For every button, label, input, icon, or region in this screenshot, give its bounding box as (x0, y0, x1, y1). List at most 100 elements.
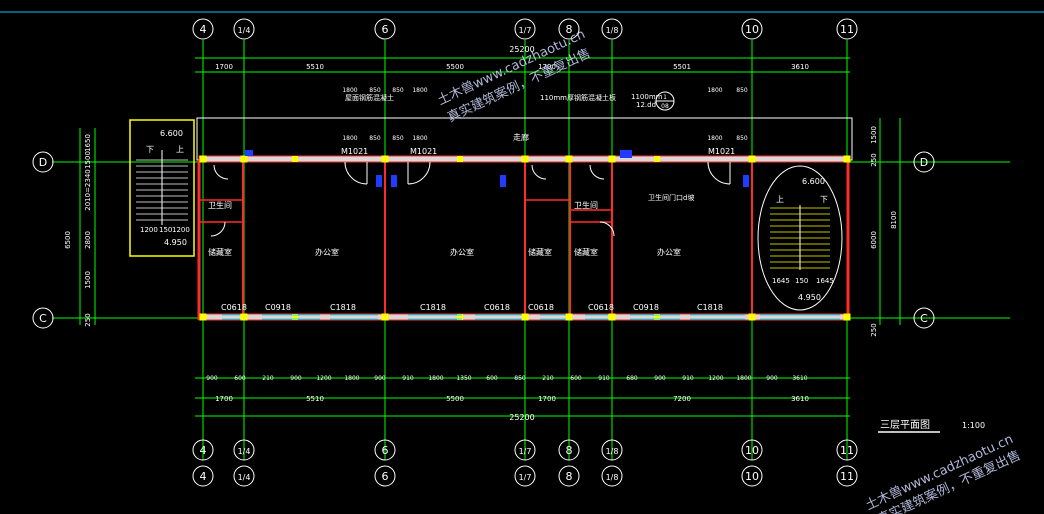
column (843, 155, 851, 163)
column (240, 155, 248, 163)
axis-label: 1/7 (519, 26, 532, 35)
axis-bubble-axis-11: 11 (836, 18, 858, 40)
column (748, 155, 756, 163)
room-label-office: 办公室 (450, 247, 474, 257)
axis-label: 11 (840, 470, 854, 483)
window-label: C0618 (588, 303, 614, 312)
door-label: M1021 (708, 147, 735, 156)
dim-value: 5500 (446, 395, 464, 403)
dim-value: 850 (392, 135, 404, 142)
annotations: 卫生间门口d坡 110mm厚钢筋混凝土板 屋面钢筋混凝土 1100mm 12.d… (345, 91, 694, 202)
dim-value: 1700 (215, 395, 233, 403)
column (457, 156, 463, 162)
axis-bubble-axis-1-4: 1/4 (233, 439, 255, 461)
dim-value: 900 (766, 375, 778, 382)
svg-text:1645: 1645 (816, 277, 834, 285)
column (654, 314, 660, 320)
column (381, 155, 389, 163)
doors (210, 161, 731, 237)
dim-value: 900 (374, 375, 386, 382)
dim-value: 1700 (538, 63, 556, 71)
axis-bubble-d-right: D (913, 151, 935, 173)
axis-label: 6 (382, 470, 389, 483)
dim-value: 3610 (792, 375, 807, 382)
room-label-storage: 储藏室 (574, 247, 598, 257)
svg-text:8100: 8100 (890, 211, 898, 229)
dim-value: 1800 (342, 135, 357, 142)
axis-label: 1/4 (238, 447, 251, 456)
dim-value: 1800 (412, 87, 427, 94)
door-label: M1021 (410, 147, 437, 156)
drawing-scale: 1:100 (962, 421, 985, 430)
axis-label: 10 (745, 444, 759, 457)
axis-bubble-axis-11: 11 (836, 439, 858, 461)
axis-bubble-axis-11: 11 (836, 465, 858, 487)
axis-bubble-axis-1-8: 1/8 (601, 18, 623, 40)
dim-total-bottom: 25200 (509, 413, 534, 422)
dim-value: 680 (626, 375, 638, 382)
dim-value: 900 (206, 375, 218, 382)
axis-label: 6 (382, 444, 389, 457)
axis-label: 4 (200, 23, 207, 36)
svg-text:D: D (39, 156, 47, 169)
dim-value: 900 (654, 375, 666, 382)
column (199, 155, 207, 163)
dim-value: 3610 (791, 395, 809, 403)
svg-text:4.950: 4.950 (164, 238, 187, 247)
dim-value: 1800 (412, 135, 427, 142)
room-label-toilet: 卫生间 (574, 200, 598, 210)
ref-bottom: 08 (661, 103, 669, 110)
axis-label: 1/7 (519, 473, 532, 482)
room-label-office: 办公室 (657, 247, 681, 257)
dim-value: 600 (486, 375, 498, 382)
axis-label: 11 (840, 23, 854, 36)
dim-value: 1200 (316, 375, 331, 382)
dim-value: 1800 (344, 375, 359, 382)
right-dimension-text: 1500 250 6000 8100 250 (870, 126, 898, 337)
window-label: C0918 (265, 303, 291, 312)
axis-bubble-axis-1-7: 1/7 (514, 18, 536, 40)
dimension-lines (79, 57, 901, 417)
svg-text:2010=2340: 2010=2340 (84, 169, 92, 211)
svg-text:6.600: 6.600 (802, 177, 825, 186)
axis-label: 8 (566, 444, 573, 457)
axis-bubble-axis-4: 4 (192, 18, 214, 40)
axis-bubble-c-right: C (913, 307, 935, 329)
dim-value: 1200 (708, 375, 723, 382)
svg-text:1500: 1500 (870, 126, 878, 144)
axis-label: 8 (566, 470, 573, 483)
column (292, 314, 298, 320)
svg-text:1500: 1500 (84, 151, 92, 169)
dim-value: 850 (736, 87, 748, 94)
dim-value: 5510 (306, 395, 324, 403)
room-label-storage: 储藏室 (208, 247, 232, 257)
axis-label: 1/7 (519, 447, 532, 456)
axis-label: 6 (382, 23, 389, 36)
column (843, 313, 851, 321)
axis-label: 4 (200, 470, 207, 483)
axis-bubble-axis-1-7: 1/7 (514, 465, 536, 487)
dim-value: 1700 (215, 63, 233, 71)
dim-value: 210 (542, 375, 554, 382)
window-label: C1818 (697, 303, 723, 312)
axis-bubble-axis-10: 10 (741, 18, 763, 40)
ref-top: 1 (663, 94, 667, 101)
dim-value: 850 (369, 87, 381, 94)
column (654, 156, 660, 162)
svg-text:C: C (39, 312, 47, 325)
svg-text:真实建筑案例，不重复出售: 真实建筑案例，不重复出售 (875, 447, 1023, 514)
room-label-toilet: 卫生间 (208, 200, 232, 210)
svg-text:6.600: 6.600 (160, 129, 183, 138)
svg-text:C: C (920, 312, 928, 325)
blue-markers (245, 150, 749, 187)
columns (199, 155, 851, 321)
dim-value: 850 (736, 135, 748, 142)
dim-value: 900 (290, 375, 302, 382)
dim-value: 850 (392, 87, 404, 94)
window-label: C1818 (420, 303, 446, 312)
svg-text:1650: 1650 (84, 134, 92, 152)
svg-text:上: 上 (776, 195, 784, 204)
